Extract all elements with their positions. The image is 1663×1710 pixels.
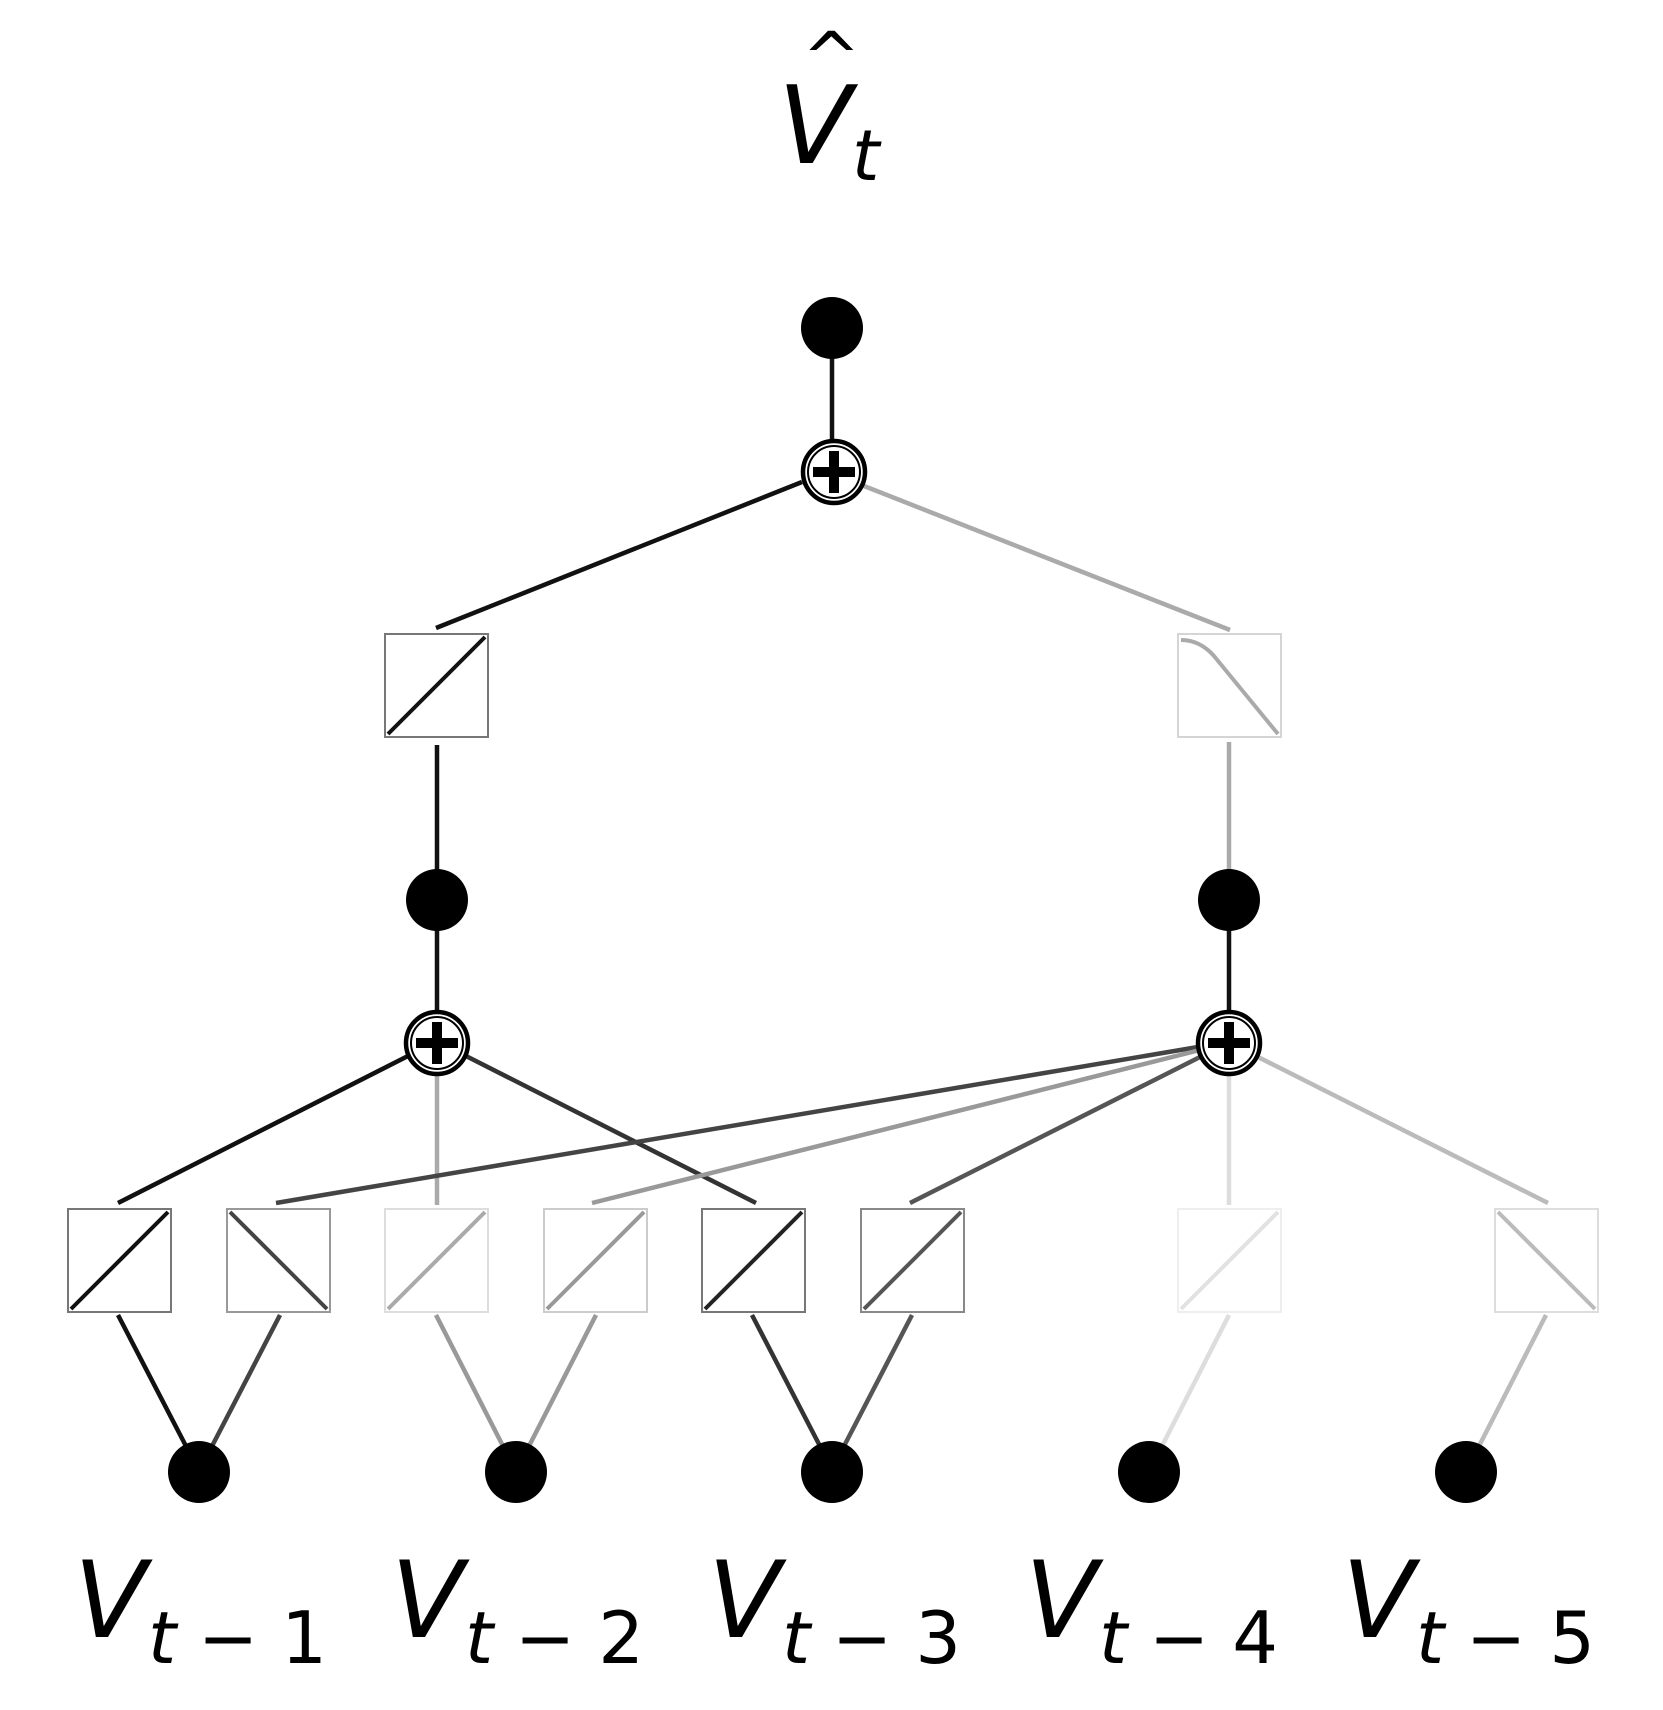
input-label-sub-var: t	[1416, 1596, 1447, 1680]
input-label-4: V t − 4	[1025, 1539, 1278, 1680]
input-label-sub-rest: − 3	[832, 1596, 961, 1680]
input-label-main: V	[1025, 1539, 1104, 1662]
activation-5	[701, 1208, 806, 1313]
edge-act5-in3	[750, 1313, 824, 1452]
edge-act3-in2	[433, 1313, 508, 1452]
input-label-5: V t − 5	[1342, 1539, 1595, 1680]
edge-top-sum-left-act	[435, 479, 803, 631]
input-label-3: V t − 3	[708, 1539, 961, 1680]
input-label-1: V t − 1	[74, 1539, 327, 1680]
hidden-node-1	[406, 869, 468, 931]
input-label-main: V	[1342, 1539, 1421, 1662]
edge-rsum-act2	[275, 1044, 1199, 1206]
sum-node-left	[403, 1009, 471, 1077]
edge-act6-in3	[840, 1313, 914, 1452]
input-node-1	[168, 1441, 230, 1503]
output-label-sub: t	[852, 115, 882, 197]
activation-3	[384, 1208, 489, 1313]
input-label-sub-rest: − 2	[515, 1596, 644, 1680]
activation-2	[226, 1208, 331, 1313]
input-label-sub-var: t	[1099, 1596, 1130, 1680]
activation-6	[860, 1208, 965, 1313]
input-label-sub-var: t	[782, 1596, 813, 1680]
edge-lsum-act1	[116, 1053, 410, 1206]
output-node	[801, 297, 863, 359]
edge-act7-in4	[1157, 1313, 1232, 1452]
input-label-main: V	[391, 1539, 470, 1662]
input-label-main: V	[74, 1539, 153, 1662]
input-label-sub-var: t	[148, 1596, 179, 1680]
edge-top-sum-right-act	[863, 483, 1231, 633]
edge-lsum-act5	[464, 1053, 758, 1206]
output-label-main: V	[778, 64, 859, 189]
activation-7	[1177, 1208, 1282, 1313]
input-node-2	[485, 1441, 547, 1503]
edge-rsum-act8	[1256, 1054, 1550, 1206]
activation-4	[543, 1208, 648, 1313]
activation-1	[67, 1208, 172, 1313]
input-label-sub-var: t	[465, 1596, 496, 1680]
activation-8	[1494, 1208, 1599, 1313]
input-label-sub-rest: − 5	[1466, 1596, 1595, 1680]
edge-rsum-act4	[591, 1047, 1201, 1206]
edge-rsum-act6	[908, 1052, 1206, 1206]
input-label-sub-rest: − 4	[1149, 1596, 1278, 1680]
edge-act4-in2	[524, 1313, 599, 1452]
activation-top-left	[384, 633, 489, 738]
hidden-node-2	[1198, 869, 1260, 931]
input-label-main: V	[708, 1539, 787, 1662]
output-label: V ^ t	[778, 17, 882, 197]
edge-act8-in5	[1474, 1313, 1549, 1452]
edge-act1-in1	[116, 1313, 190, 1452]
input-node-4	[1118, 1441, 1180, 1503]
activation-top-right	[1177, 633, 1282, 738]
input-label-sub-rest: − 1	[198, 1596, 327, 1680]
input-node-5	[1435, 1441, 1497, 1503]
sum-node-top	[800, 438, 868, 506]
input-node-3	[801, 1441, 863, 1503]
output-label-hat: ^	[802, 17, 861, 99]
input-label-2: V t − 2	[391, 1539, 644, 1680]
sum-node-right	[1195, 1009, 1263, 1077]
nodes	[168, 297, 1497, 1503]
edge-act2-in1	[208, 1313, 282, 1452]
edges	[116, 356, 1550, 1452]
